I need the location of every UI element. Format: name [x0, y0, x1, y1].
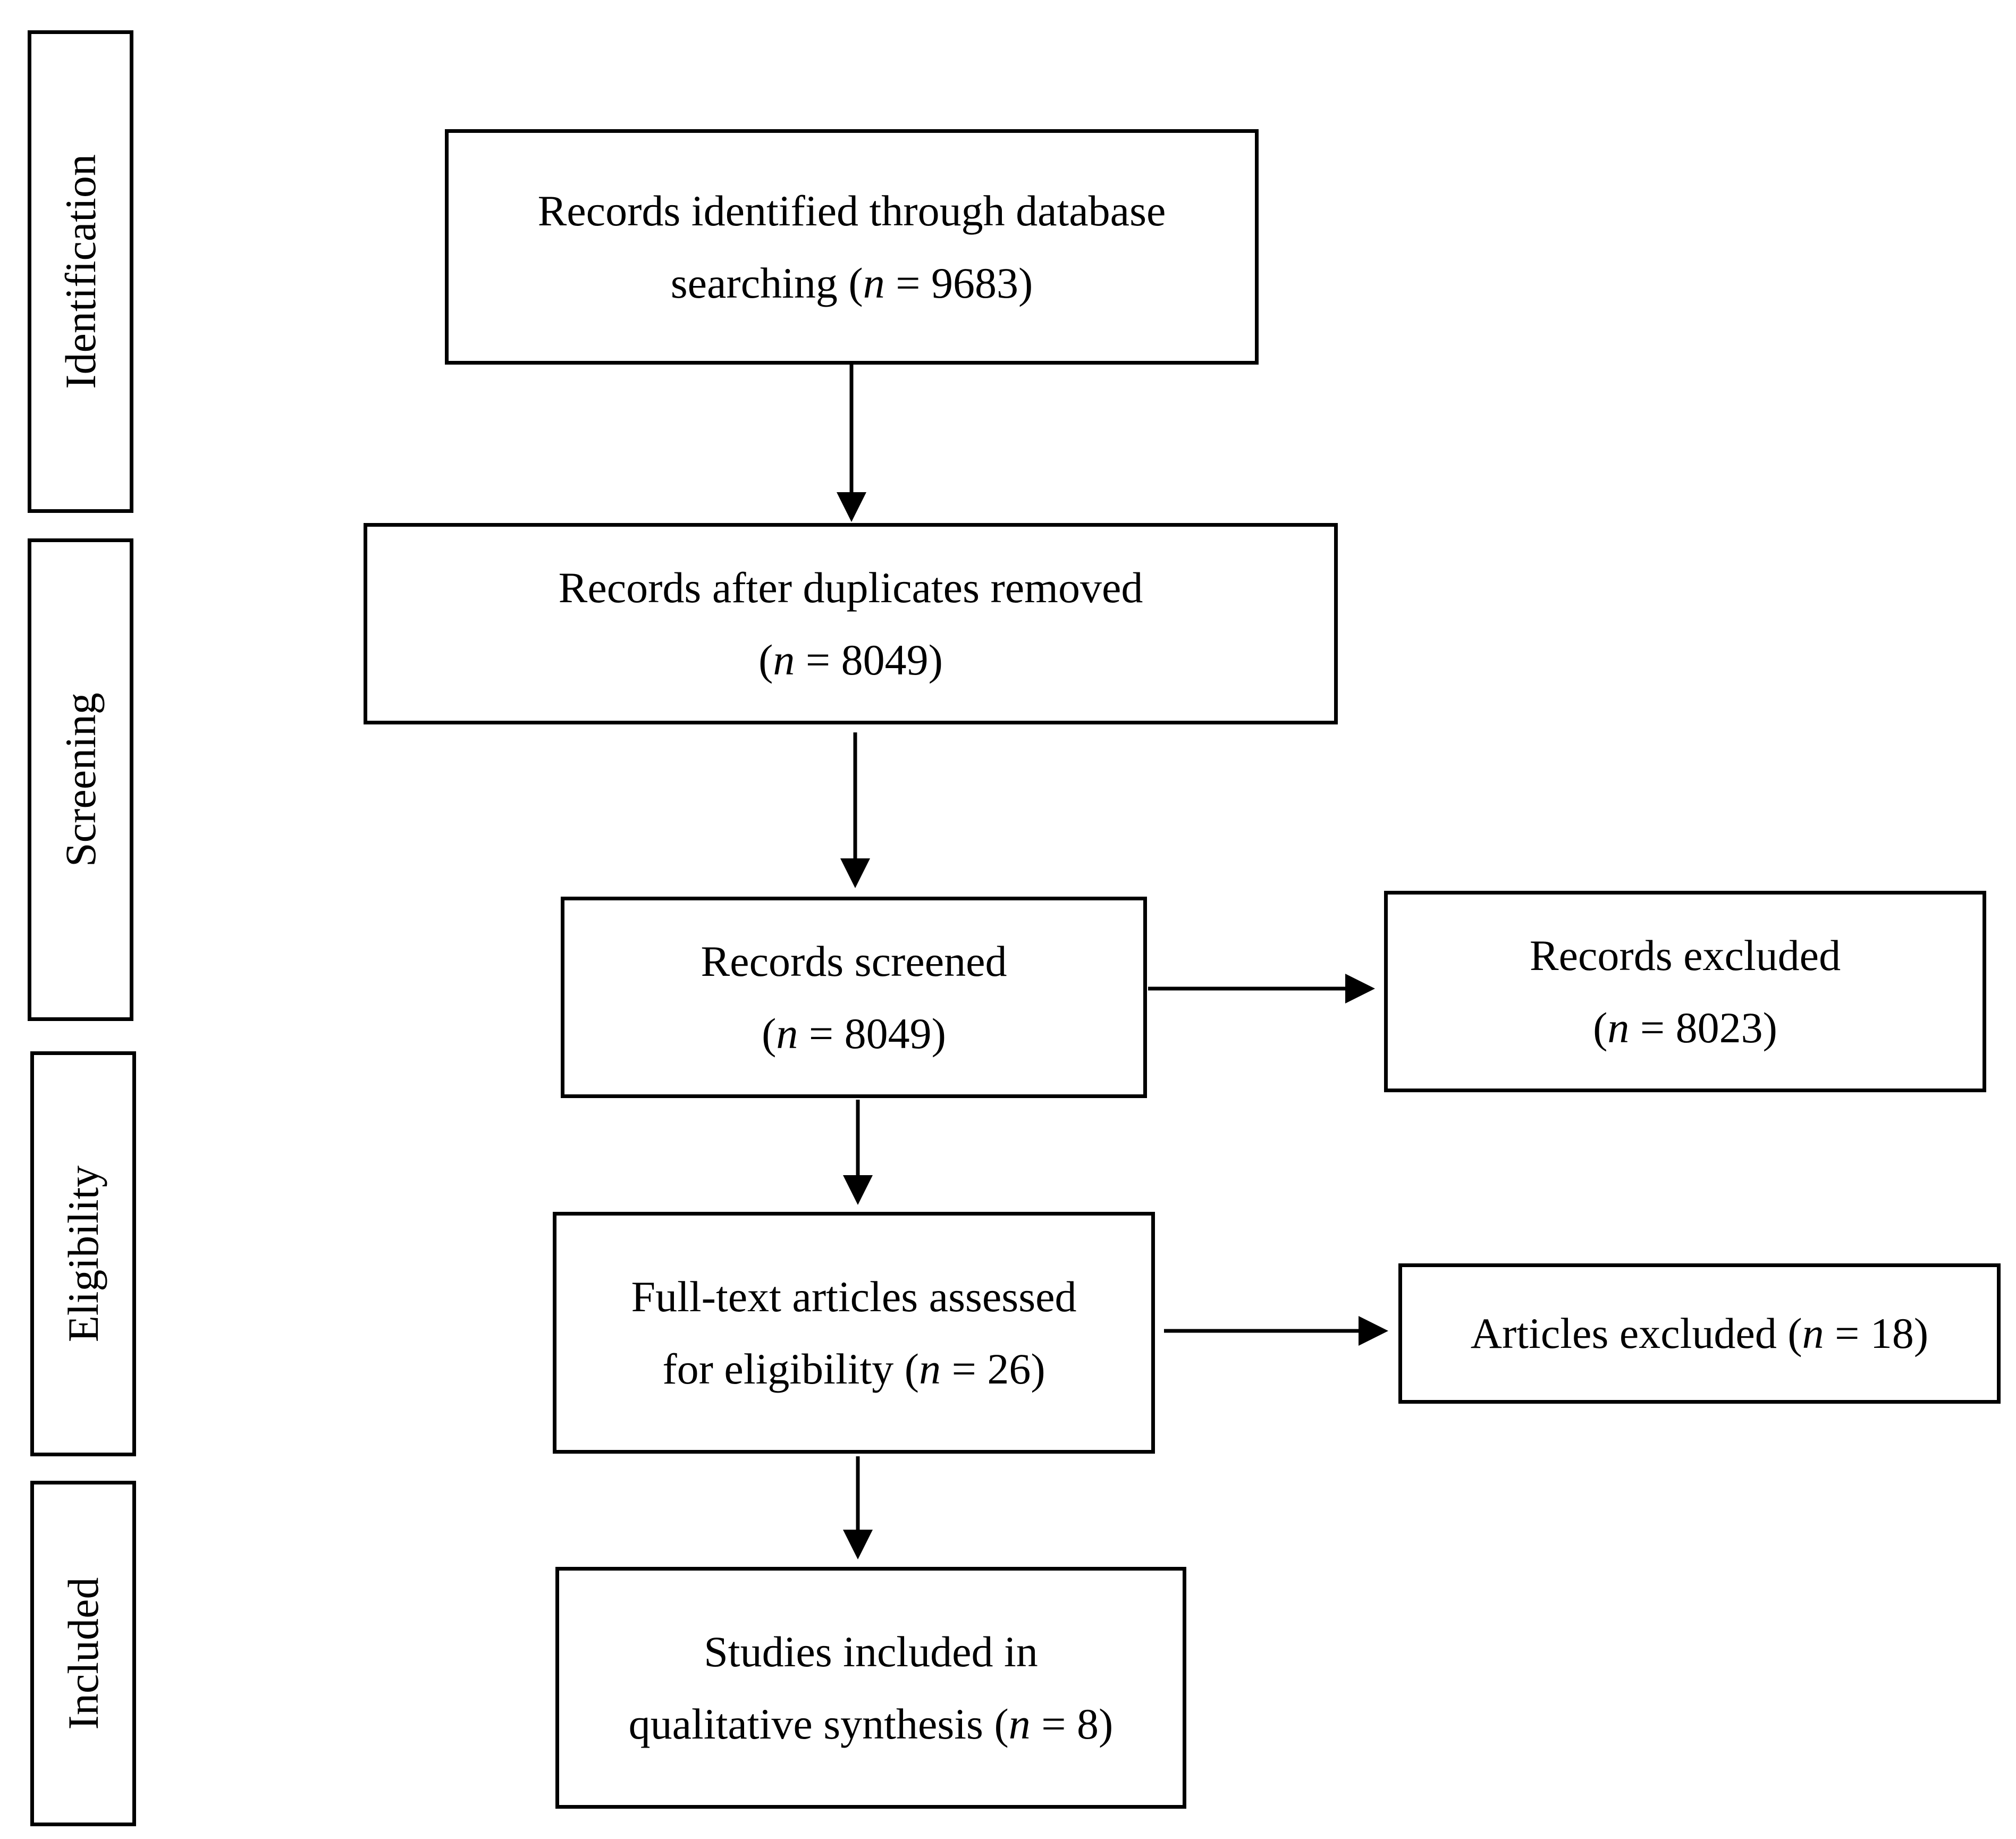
stage-identification: Identification: [28, 30, 133, 513]
records-screened-prefix: (: [762, 1009, 777, 1058]
fulltext-count: = 26): [941, 1344, 1045, 1393]
fulltext-prefix: for eligibility (: [662, 1344, 920, 1393]
records-identified-count: = 9683): [884, 258, 1033, 307]
records-identified-n: n: [863, 258, 885, 307]
studies-included-count: = 8): [1030, 1699, 1114, 1748]
records-excluded-count: = 8023): [1629, 1003, 1777, 1052]
records-screened-line1: Records screened: [701, 937, 1007, 985]
articles-excluded-count: = 18): [1824, 1309, 1929, 1357]
box-records-excluded: Records excluded (n = 8023): [1384, 891, 1986, 1092]
records-excluded-line1: Records excluded: [1529, 931, 1841, 980]
records-screened-count: = 8049): [798, 1009, 946, 1058]
records-excluded-prefix: (: [1593, 1003, 1608, 1052]
studies-included-line1: Studies included in: [704, 1627, 1038, 1676]
records-dedup-n: n: [773, 635, 795, 684]
box-records-identified: Records identified through database sear…: [445, 129, 1259, 365]
records-dedup-line1: Records after duplicates removed: [558, 563, 1143, 612]
records-identified-prefix: searching (: [670, 258, 863, 307]
articles-excluded-n: n: [1802, 1309, 1824, 1357]
box-fulltext-assessed: Full-text articles assessed for eligibil…: [553, 1212, 1155, 1454]
records-dedup-line2: (n = 8049): [758, 624, 943, 696]
records-identified-line1: Records identified through database: [537, 186, 1166, 235]
records-screened-n: n: [776, 1009, 798, 1058]
fulltext-line1: Full-text articles assessed: [631, 1272, 1077, 1321]
box-records-screened: Records screened (n = 8049): [561, 897, 1147, 1098]
records-excluded-n: n: [1607, 1003, 1630, 1052]
stage-eligibility: Eligibility: [30, 1051, 136, 1456]
studies-included-prefix: qualitative synthesis (: [628, 1699, 1009, 1748]
box-records-after-duplicates: Records after duplicates removed (n = 80…: [364, 523, 1338, 724]
records-screened-line2: (n = 8049): [762, 998, 946, 1070]
box-articles-excluded: Articles excluded (n = 18): [1398, 1263, 2001, 1404]
articles-excluded-line1: Articles excluded (n = 18): [1471, 1297, 1928, 1370]
studies-included-n: n: [1008, 1699, 1031, 1748]
fulltext-line2: for eligibility (n = 26): [662, 1333, 1045, 1405]
records-excluded-line2: (n = 8023): [1593, 992, 1777, 1064]
fulltext-n: n: [919, 1344, 941, 1393]
records-dedup-prefix: (: [758, 635, 773, 684]
records-dedup-count: = 8049): [795, 635, 943, 684]
box-studies-included: Studies included in qualitative synthesi…: [555, 1567, 1186, 1809]
articles-excluded-prefix: Articles excluded (: [1470, 1309, 1802, 1357]
stage-included: Included: [30, 1481, 136, 1826]
studies-included-line2: qualitative synthesis (n = 8): [629, 1688, 1114, 1760]
stage-screening: Screening: [28, 538, 133, 1021]
records-identified-line2: searching (n = 9683): [671, 247, 1033, 319]
